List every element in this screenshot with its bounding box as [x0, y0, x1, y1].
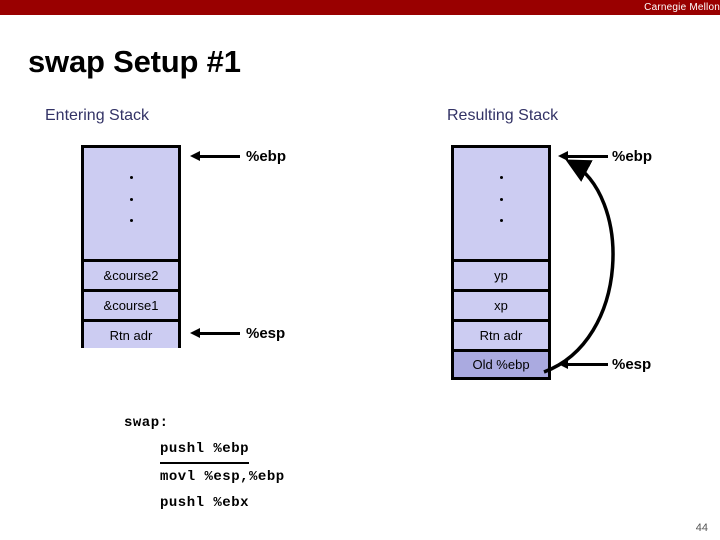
ellipsis-dot: [499, 219, 503, 222]
arrow-line-ebp-right: [568, 155, 608, 158]
stack-cell-course2: &course2: [84, 259, 178, 289]
arrow-line-ebp-left: [200, 155, 240, 158]
code-instruction: pushl %ebp: [160, 436, 250, 464]
page-title: swap Setup #1: [28, 44, 241, 79]
code-line-pushl-ebp: pushl %ebp: [124, 436, 285, 464]
arrow-head-esp-right: [558, 359, 568, 369]
ellipsis-dot: [129, 176, 133, 179]
register-label-ebp-right: %ebp: [612, 148, 653, 165]
stack-entering-body: &course2 &course1 Rtn adr: [84, 148, 178, 348]
stack-cell-label: yp: [494, 268, 508, 283]
stack-diagram-resulting: yp xp Rtn adr Old %ebp: [451, 145, 551, 380]
stack-resulting-body: yp xp Rtn adr Old %ebp: [454, 148, 548, 377]
stack-entering-ellipsis: [84, 176, 178, 222]
arrow-line-esp-left: [200, 332, 240, 335]
register-label-esp-right: %esp: [612, 356, 652, 373]
ellipsis-dot: [129, 219, 133, 222]
heading-entering-stack: Entering Stack: [45, 107, 150, 124]
arrow-head-ebp-left: [190, 151, 200, 161]
heading-resulting-stack: Resulting Stack: [447, 107, 559, 124]
register-label-ebp-left: %ebp: [246, 148, 287, 165]
stack-cell-label: &course1: [103, 298, 159, 313]
institution-label: Carnegie Mellon: [644, 2, 720, 13]
register-label-esp-left: %esp: [246, 325, 286, 342]
top-banner: Carnegie Mellon: [0, 0, 720, 15]
code-label-swap: swap:: [124, 415, 169, 431]
code-instruction: pushl %ebx: [160, 495, 250, 511]
stack-cell-label: xp: [494, 298, 508, 313]
arrow-line-esp-right: [568, 363, 608, 366]
stack-cell-course1: &course1: [84, 289, 178, 319]
stack-cell-yp: yp: [454, 259, 548, 289]
page-number: 44: [695, 522, 708, 534]
stack-diagram-entering: &course2 &course1 Rtn adr: [81, 145, 181, 348]
ellipsis-dot: [499, 197, 503, 201]
stack-cell-xp: xp: [454, 289, 548, 319]
stack-cell-label: Rtn adr: [109, 327, 153, 343]
arrow-head-ebp-right: [558, 151, 568, 161]
stack-cell-label: Rtn adr: [479, 328, 523, 343]
code-line-pushl-ebx: pushl %ebx: [124, 490, 285, 516]
stack-cell-rtn-adr: Rtn adr: [84, 319, 178, 348]
stack-cell-old-ebp: Old %ebp: [454, 349, 548, 377]
stack-cell-label: Old %ebp: [472, 357, 530, 372]
arrow-head-esp-left: [190, 328, 200, 338]
code-listing: swap: pushl %ebp movl %esp,%ebp pushl %e…: [124, 410, 285, 516]
stack-cell-rtn-adr: Rtn adr: [454, 319, 548, 349]
code-line-movl-esp-ebp: movl %esp,%ebp: [124, 464, 285, 490]
code-instruction: movl %esp,%ebp: [160, 469, 285, 485]
stack-resulting-ellipsis: [454, 176, 548, 222]
ellipsis-dot: [499, 176, 503, 179]
stack-cell-label: &course2: [103, 268, 159, 283]
ellipsis-dot: [129, 197, 133, 201]
